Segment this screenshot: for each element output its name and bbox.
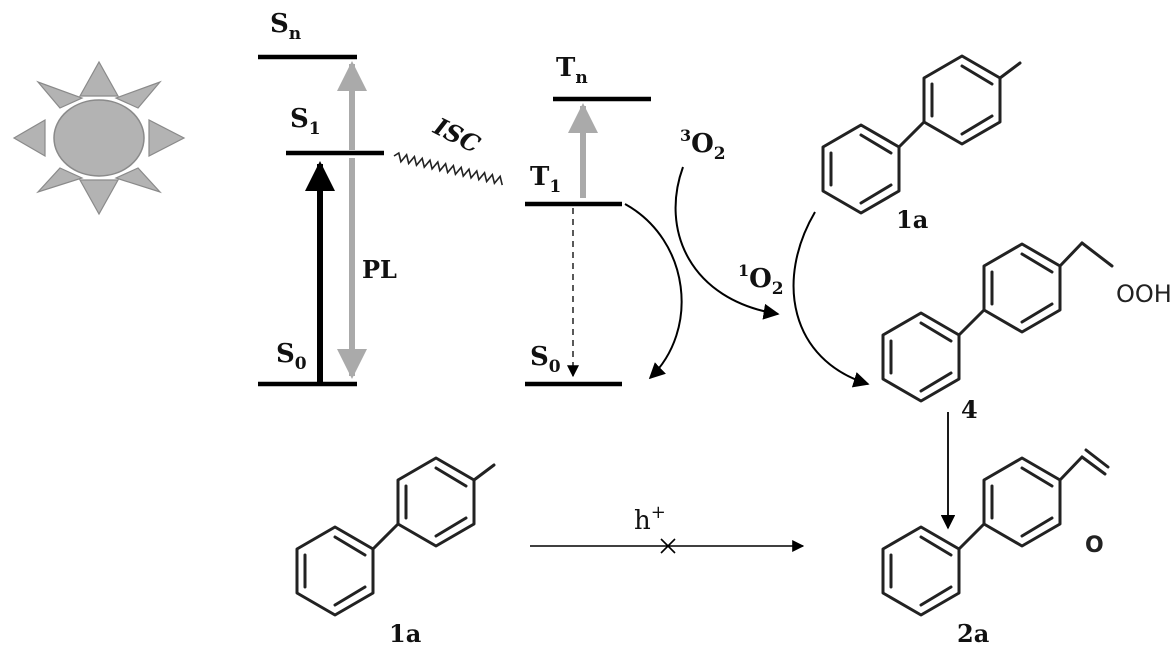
label-hydroperoxide-group: OOH [1116,280,1172,308]
label-s-0-left: S0 [276,339,307,374]
label-hole: h+ [634,502,666,536]
compound-4-structure [883,243,1112,401]
label-s-0-right: S0 [530,342,561,377]
label-singlet-oxygen: 1O2 [738,261,784,299]
energy-transfer-arrow [625,204,682,378]
label-compound-2a: 2a [957,619,989,648]
label-pl: PL [362,255,397,284]
label-isc: ISC [428,111,485,159]
label-t-1: T1 [530,162,561,197]
label-triplet-oxygen: 3O2 [680,126,726,164]
isc-wavy-arrow [393,152,504,185]
label-aldehyde-oxygen: O [1085,533,1104,558]
label-s-1: S1 [290,104,321,139]
label-t-n: Tn [556,53,588,88]
compound-1a-bottom-structure [297,458,494,615]
label-s-n: Sn [270,9,301,44]
compound-2a-structure [883,450,1108,615]
label-compound-1a-bottom: 1a [389,619,421,648]
oxidation-arrow [794,212,868,384]
sun-icon [14,62,184,214]
label-compound-1a-top: 1a [896,205,928,234]
label-compound-4: 4 [961,395,978,424]
compound-1a-structure [823,56,1020,213]
